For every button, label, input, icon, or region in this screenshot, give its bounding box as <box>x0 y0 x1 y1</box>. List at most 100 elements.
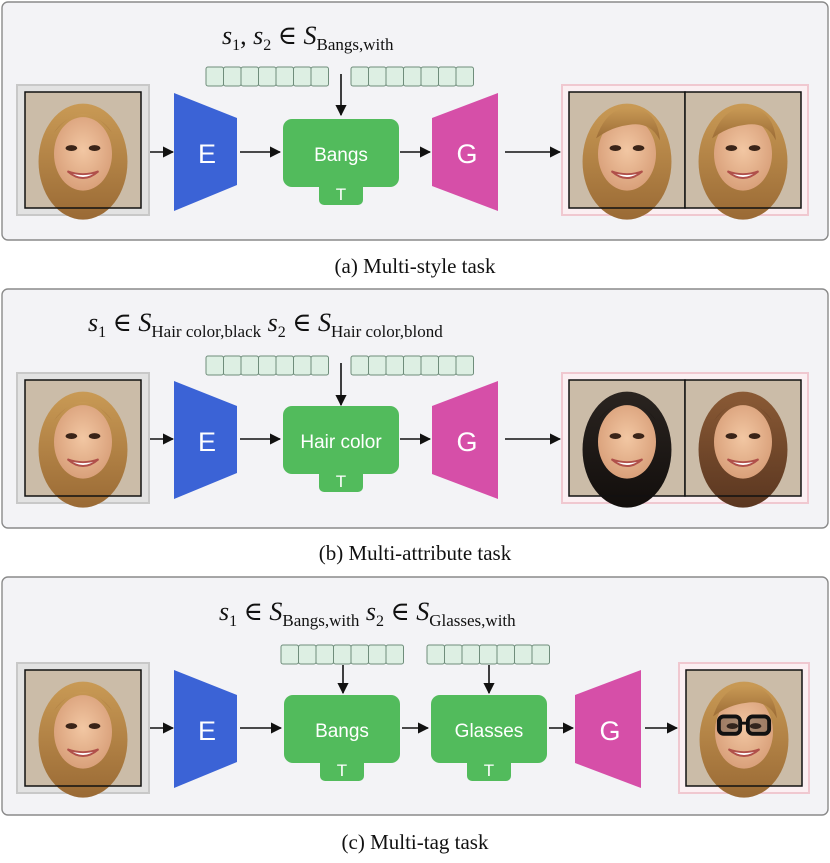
encoder-shape <box>174 93 237 211</box>
style-code-cell <box>298 644 317 665</box>
style-code-cell <box>385 66 404 87</box>
style-code-cell <box>426 644 445 665</box>
translator-box <box>283 406 399 474</box>
style-code-cell <box>223 66 242 87</box>
style-code-cell <box>403 66 422 87</box>
generator-label: G <box>456 139 477 169</box>
output-face-photo <box>685 380 801 508</box>
style-code-cell <box>350 355 369 376</box>
style-code-cell <box>293 355 312 376</box>
panel-multi-attribute: s1 ∈ SHair color,black s2 ∈ SHair color,… <box>1 288 829 529</box>
encoder-block: E <box>174 670 237 788</box>
style-code-cell <box>385 355 404 376</box>
style-code-cell <box>315 644 334 665</box>
style-code-1 <box>205 66 329 87</box>
caption-c: (c) Multi-tag task <box>342 830 489 854</box>
style-code-cell <box>205 355 224 376</box>
translator-tag-label: T <box>336 472 346 491</box>
translator-label: Bangs <box>315 721 369 742</box>
style-code-2 <box>350 66 474 87</box>
style-code-cell <box>368 644 387 665</box>
generator-shape <box>575 670 641 788</box>
style-code-cell <box>368 355 387 376</box>
caption-b: (b) Multi-attribute task <box>319 541 512 565</box>
style-code-cell <box>240 355 259 376</box>
style-code-cell <box>531 644 550 665</box>
encoder-shape <box>174 381 237 499</box>
style-code-cell <box>240 66 259 87</box>
translator-label: Hair color <box>300 432 382 453</box>
style-code-cell <box>455 66 474 87</box>
style-code-cell <box>479 644 498 665</box>
style-code-cell <box>496 644 515 665</box>
output-face-photo <box>569 380 685 508</box>
translator-box <box>431 695 547 763</box>
style-code-cell <box>403 355 422 376</box>
style-code-cell <box>438 66 457 87</box>
caption-a: (a) Multi-style task <box>335 254 496 278</box>
style-code-1 <box>205 355 329 376</box>
translator-box <box>284 695 400 763</box>
generator-block: G <box>575 670 641 788</box>
generator-shape <box>432 381 498 499</box>
translator-label: Glasses <box>455 721 524 742</box>
encoder-block: E <box>174 381 237 499</box>
output-images <box>561 372 809 508</box>
input-image <box>16 84 150 220</box>
style-code-cell <box>420 66 439 87</box>
style-code-cell <box>205 66 224 87</box>
style-code-cell <box>455 355 474 376</box>
style-code-cell <box>310 66 329 87</box>
style-code-cell <box>438 355 457 376</box>
generator-block: G <box>432 93 498 211</box>
style-code-1 <box>280 644 404 665</box>
style-code-cell <box>461 644 480 665</box>
generator-label: G <box>456 427 477 457</box>
input-face-photo <box>25 670 141 798</box>
style-code-cell <box>275 66 294 87</box>
translator-tag-label: T <box>337 761 347 780</box>
translator-tag-label: T <box>484 761 494 780</box>
encoder-label: E <box>198 139 216 169</box>
output-face-photo <box>685 92 801 220</box>
formula: s1, s2 ∈ SBangs,with <box>222 21 394 54</box>
encoder-block: E <box>174 93 237 211</box>
input-face-photo <box>25 92 141 220</box>
output-face-photo <box>569 92 685 220</box>
style-code-cell <box>444 644 463 665</box>
style-code-cell <box>275 355 294 376</box>
translator-tag-label: T <box>336 185 346 204</box>
formula: s1 ∈ SHair color,black s2 ∈ SHair color,… <box>88 308 443 341</box>
style-code-cell <box>258 355 277 376</box>
style-code-2 <box>350 355 474 376</box>
input-image <box>16 662 150 798</box>
formula: s1 ∈ SBangs,with s2 ∈ SGlasses,with <box>219 597 516 630</box>
style-code-cell <box>333 644 352 665</box>
style-code-cell <box>350 644 369 665</box>
translator-box <box>283 119 399 187</box>
encoder-label: E <box>198 716 216 746</box>
style-code-cell <box>280 644 299 665</box>
encoder-shape <box>174 670 237 788</box>
output-face-photo <box>686 670 802 798</box>
style-code-cell <box>293 66 312 87</box>
input-image <box>16 372 150 508</box>
style-code-2 <box>426 644 550 665</box>
style-code-cell <box>514 644 533 665</box>
style-code-cell <box>258 66 277 87</box>
style-code-cell <box>223 355 242 376</box>
generator-shape <box>432 93 498 211</box>
style-code-cell <box>350 66 369 87</box>
style-code-cell <box>310 355 329 376</box>
output-images <box>678 662 810 798</box>
generator-block: G <box>432 381 498 499</box>
generator-label: G <box>599 716 620 746</box>
output-images <box>561 84 809 220</box>
